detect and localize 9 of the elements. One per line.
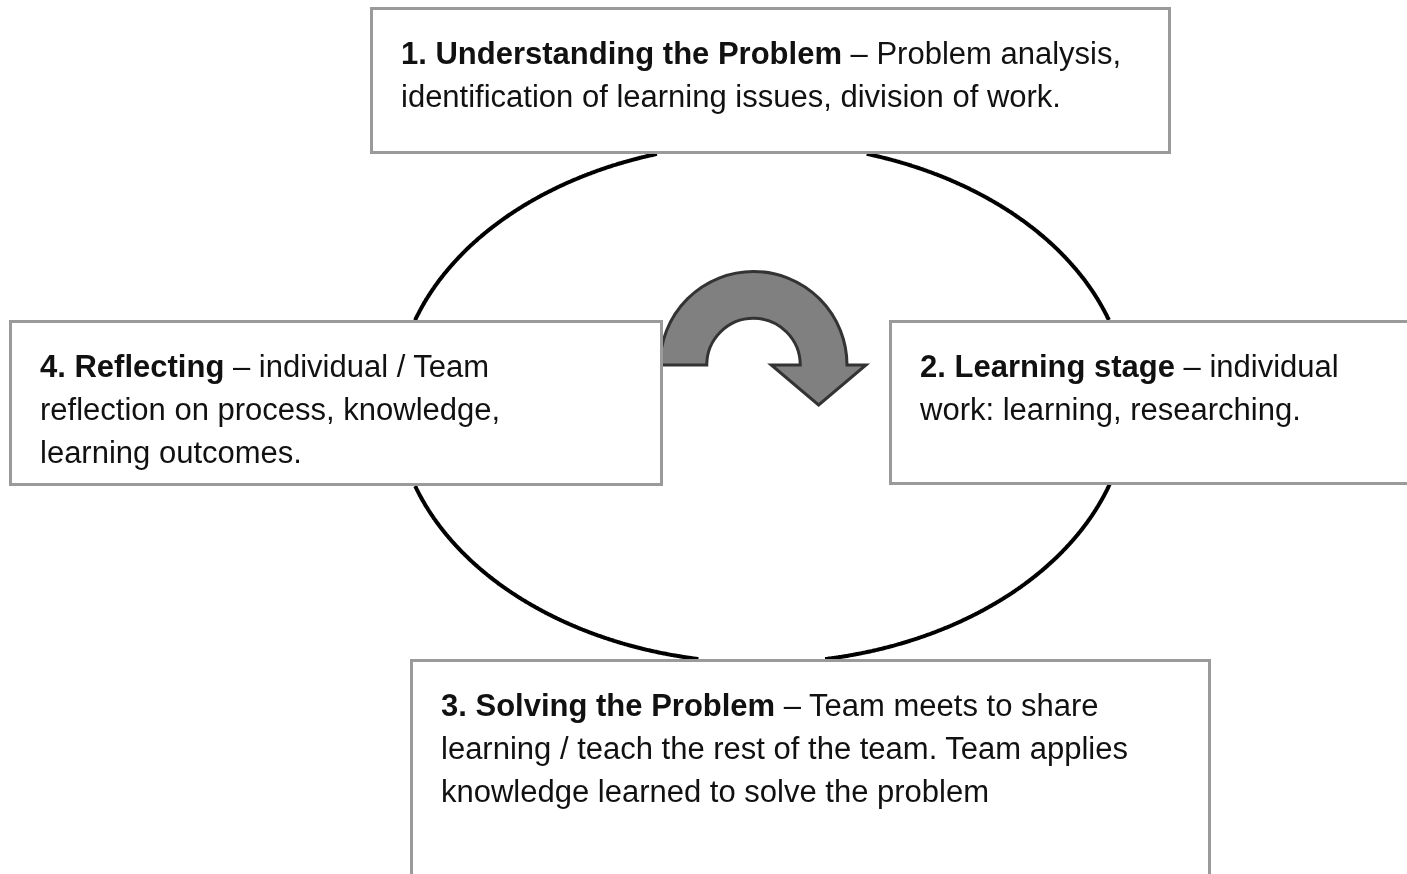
stage-box [889,320,1407,485]
cycle-arc [413,484,700,661]
stage-box [370,7,1171,154]
stage-box [9,320,663,486]
stage-description: 4. Reflecting – individual / Team reflection on process, knowledge, learning outcomes. [40,348,502,472]
stage-description: 3. Solving the Problem – Team meets to share learning / teach the rest of the team. Team applies knowledge learned to solve the problem [441,687,1129,811]
stage-description: 1. Understanding the Problem – Problem analysis, identification of learning issues, division of work. [401,35,1123,116]
stage-box [410,659,1211,874]
stage-description: 2. Learning stage – individual work: learning, researching. [920,348,1340,429]
